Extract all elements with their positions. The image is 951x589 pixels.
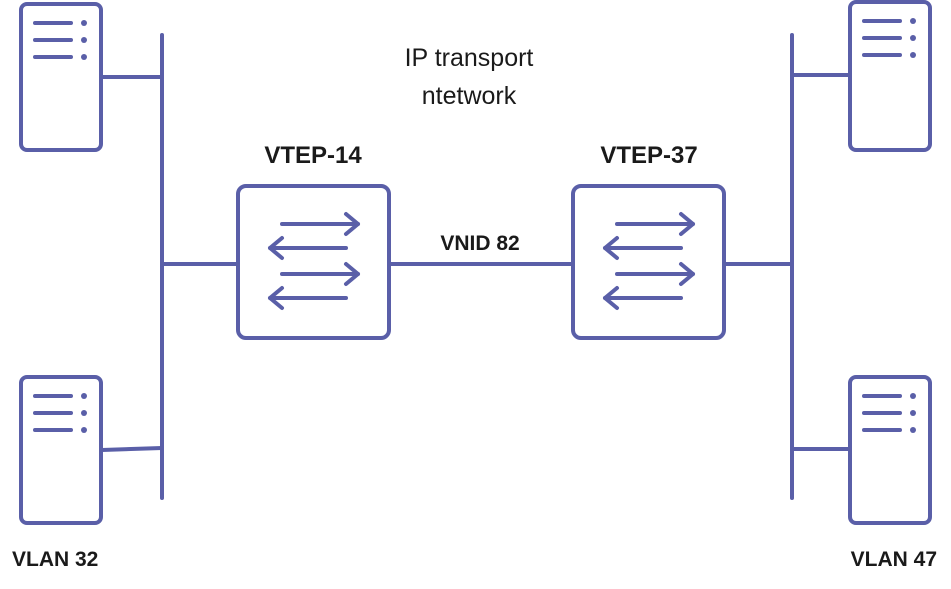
- vtep-right-label: VTEP-37: [600, 142, 697, 169]
- server-icon: [19, 2, 103, 152]
- server-icon: [848, 375, 932, 525]
- left-bottom-server-link: [100, 446, 164, 452]
- switch-arrows-icon: [571, 184, 726, 340]
- server-icon: [19, 375, 103, 525]
- server-icon: [848, 0, 932, 152]
- network-title-line1: IP transport: [405, 44, 534, 72]
- vtep-left-label: VTEP-14: [264, 142, 362, 169]
- network-title-line2: ntetwork: [422, 82, 517, 110]
- vnid-label: VNID 82: [440, 232, 519, 255]
- switch-arrows-icon: [236, 184, 391, 340]
- vlan-left-label: VLAN 32: [12, 548, 98, 571]
- vlan-right-label: VLAN 47: [851, 548, 937, 571]
